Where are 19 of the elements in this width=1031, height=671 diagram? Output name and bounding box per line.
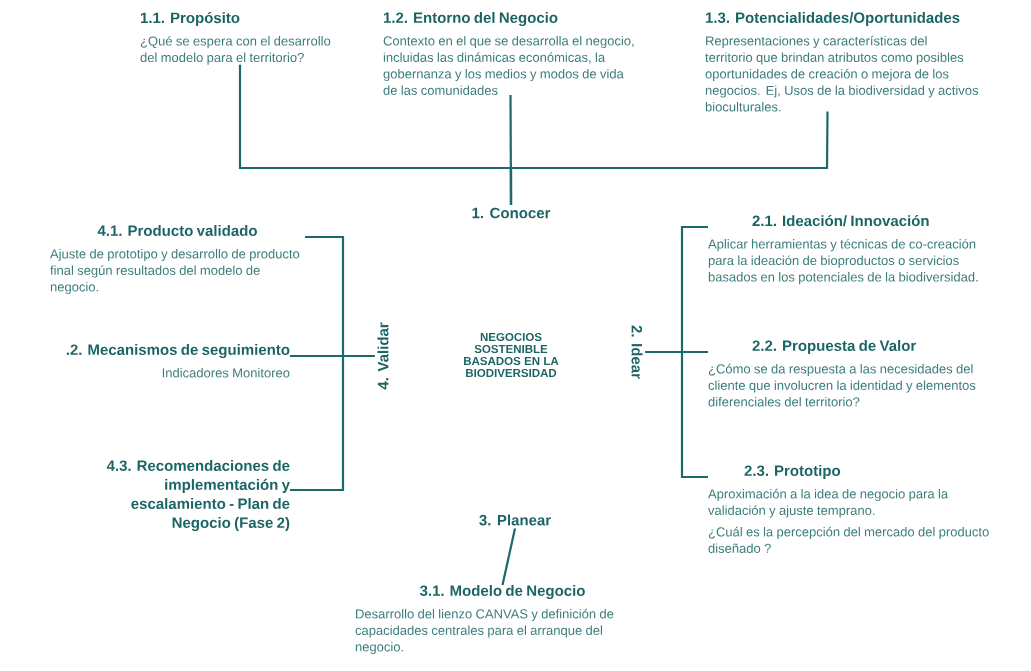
heading-with-description: 2.1. Ideación/ Innovación Aplicar herramientas y técnicas de co-creación para la ideación de bioproductos o servicios basados en los potenciales de la biodiversidad. <box>708 215 978 285</box>
stage-label: 4. Validar <box>377 322 389 390</box>
heading-with-description: 2.3. Prototipo Aproximación a la idea de negocio para la validación y ajuste temprano. ¿Cuál es la percepción del mercado del producto diseñado ? <box>708 465 989 553</box>
connector-line <box>501 528 517 586</box>
heading-with-description: 2.2. Propuesta de Valor ¿Cómo se da respuesta a las necesidades del cliente que involucren la identidad y elementos diferenciales del territorio? <box>708 340 976 407</box>
connector-line <box>645 350 708 479</box>
heading-with-description: 1.1. Propósito ¿Qué se espera con el desarrollo del modelo para el territorio? <box>140 12 331 65</box>
center-title: NEGOCIOS SOSTENIBLE BASADOS EN LA BIODIVERSIDAD <box>464 332 559 378</box>
stage-label: 3. Planear <box>479 514 551 526</box>
stage-label: 2. Idear <box>631 325 643 379</box>
heading-with-description: 1.3. Potencialidades/Oportunidades Representaciones y características del territorio que brindan atributos como posibles oportunidades de creación o mejora de los negocios. Ej, Usos de la biodiversidad y activos bioculturales. <box>705 12 979 112</box>
heading-with-description: 4.1. Producto validado Ajuste de prototipo y desarrollo de producto final según resultados del modelo de negocio. <box>50 225 300 295</box>
heading-with-description: 3.1. Modelo de Negocio Desarrollo del lienzo CANVAS y definición de capacidades centrales para el arranque del negocio. <box>355 585 614 655</box>
heading-text: 4.3. Recomendaciones de implementación y escalamiento - Plan de Negocio (Fase 2) <box>106 460 290 532</box>
heading-with-description: 1.2. Entorno del Negocio Contexto en el que se desarrolla el negocio, incluidas las dinámicas económicas, la gobernanza y los medios y modos de vida de las comunidades <box>383 12 634 95</box>
stage-label: 1. Conocer <box>472 207 551 219</box>
connector-line <box>290 354 375 492</box>
connector-line <box>509 111 829 205</box>
heading-with-description: .2. Mecanismos de seguimiento Indicadores Monitoreo <box>66 344 290 378</box>
